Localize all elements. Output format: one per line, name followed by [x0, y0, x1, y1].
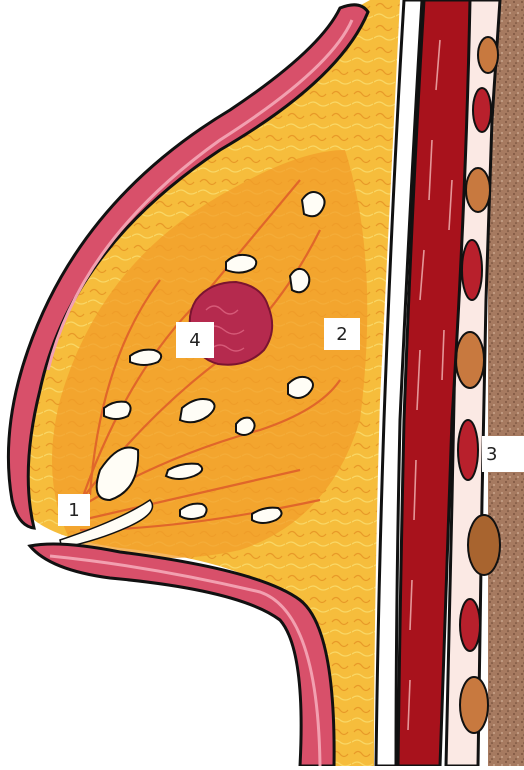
label-tumor: 4 [176, 322, 214, 358]
label-chest-wall: 3 [482, 436, 524, 472]
label-fatty-tissue: 2 [324, 318, 360, 350]
label-nipple: 1 [58, 494, 90, 526]
